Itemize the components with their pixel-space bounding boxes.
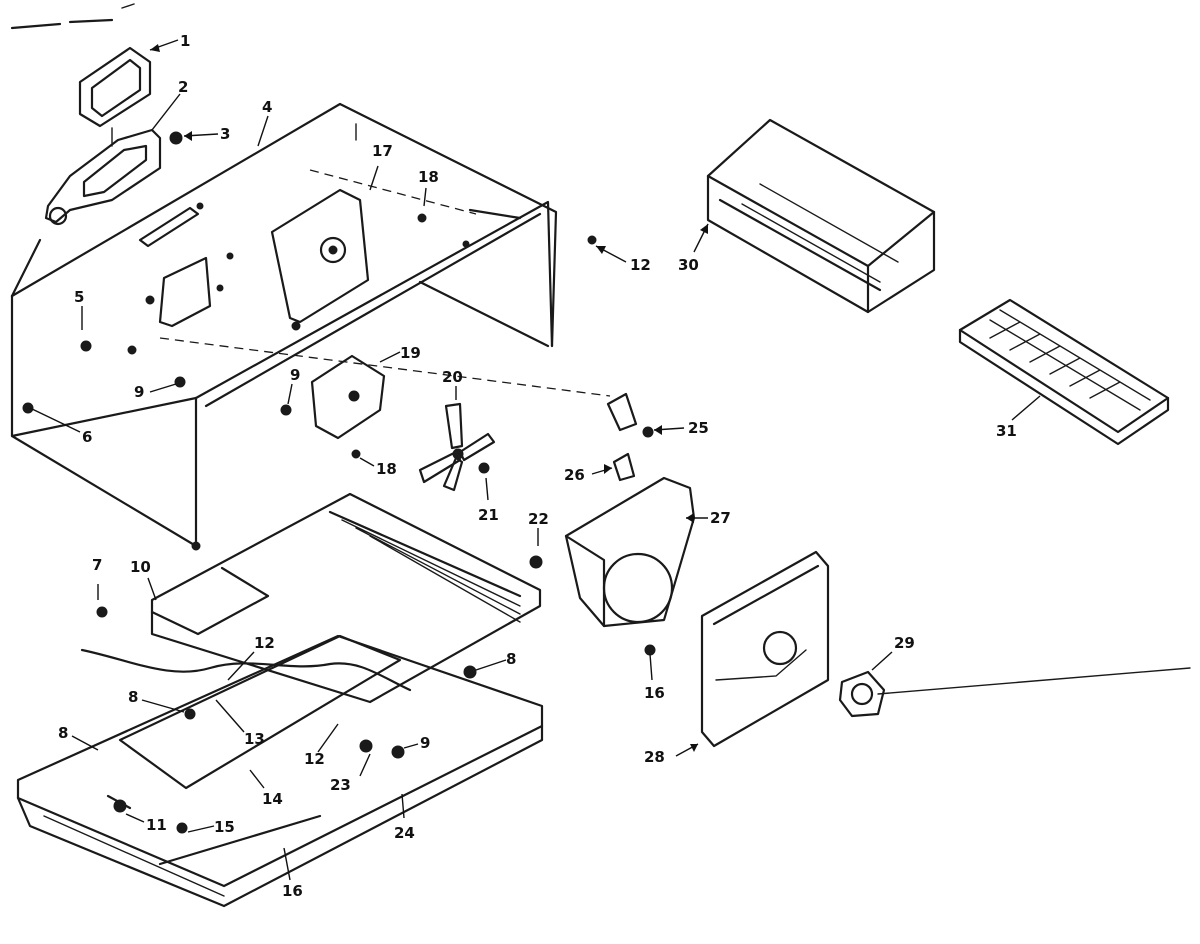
callout-25: 25 <box>653 419 709 437</box>
callout-label: 12 <box>304 750 325 768</box>
callout-8-left: 8 <box>58 724 99 751</box>
part-wire-harness <box>80 648 412 692</box>
callout-22: 22 <box>528 510 549 546</box>
callout-label: 9 <box>290 366 300 384</box>
callout-28: 28 <box>644 743 699 766</box>
part-ice-rack <box>706 118 936 314</box>
callout-1: 1 <box>149 32 190 52</box>
callout-11: 11 <box>125 813 167 834</box>
callout-label: 21 <box>478 506 499 524</box>
callout-4: 4 <box>257 98 272 147</box>
part-fan-shroud <box>564 476 696 628</box>
callout-label: 12 <box>630 256 651 274</box>
callout-18-middle: 18 <box>359 457 397 478</box>
callout-13: 13 <box>215 699 265 748</box>
callout-8-middle: 8 <box>128 688 185 713</box>
callout-label: 10 <box>130 558 151 576</box>
callout-8-right: 8 <box>475 650 516 671</box>
callout-6: 6 <box>29 407 92 446</box>
part-ice-tray <box>958 298 1170 446</box>
callout-15: 15 <box>187 818 235 836</box>
callout-18-top: 18 <box>418 168 439 207</box>
callout-label: 20 <box>442 368 463 386</box>
part-duct-cover <box>700 550 830 748</box>
callout-label: 30 <box>678 256 699 274</box>
callout-label: 12 <box>254 634 275 652</box>
part-motor-mount <box>270 188 370 324</box>
callout-label: 22 <box>528 510 549 528</box>
part-handle-bracket <box>44 127 162 226</box>
callout-20: 20 <box>442 368 463 400</box>
part-clip-25 <box>606 392 654 438</box>
callout-label: 17 <box>372 142 393 160</box>
callout-14: 14 <box>249 769 283 808</box>
callout-12-bottom: 12 <box>304 723 339 768</box>
callout-label: 29 <box>894 634 915 652</box>
callout-10: 10 <box>130 558 157 601</box>
callout-label: 8 <box>128 688 138 706</box>
part-clip-26 <box>612 452 636 482</box>
callout-label: 9 <box>134 383 144 401</box>
callout-31: 31 <box>996 395 1041 440</box>
callout-17: 17 <box>369 142 393 191</box>
callout-9-left: 9 <box>134 383 177 401</box>
part-evaporator-pan <box>150 492 542 704</box>
callout-label: 5 <box>74 288 84 306</box>
callout-27: 27 <box>686 509 731 527</box>
callout-29: 29 <box>871 634 915 671</box>
callout-label: 26 <box>564 466 585 484</box>
callout-30: 30 <box>678 223 709 274</box>
callout-label: 18 <box>376 460 397 478</box>
hardware-fasteners <box>22 213 656 834</box>
callout-label: 23 <box>330 776 351 794</box>
callout-16-bottom: 16 <box>282 847 303 900</box>
callout-9-bottom: 9 <box>403 734 430 752</box>
part-fan-motor <box>310 354 386 440</box>
scan-artifact-marks <box>10 3 135 30</box>
callout-label: 28 <box>644 748 665 766</box>
callout-label: 16 <box>644 684 665 702</box>
callout-label: 25 <box>688 419 709 437</box>
callout-label: 15 <box>214 818 235 836</box>
part-gasket-frame <box>78 46 152 128</box>
callout-24: 24 <box>394 793 415 842</box>
part-fan-blade <box>418 402 496 492</box>
callout-label: 14 <box>262 790 283 808</box>
callout-12-top: 12 <box>595 245 651 274</box>
callout-9-middle: 9 <box>287 366 300 405</box>
callout-label: 2 <box>178 78 188 96</box>
callout-19: 19 <box>379 344 421 363</box>
callout-label: 9 <box>420 734 430 752</box>
callout-5: 5 <box>74 288 84 330</box>
callout-label: 18 <box>418 168 439 186</box>
callout-label: 31 <box>996 422 1017 440</box>
callout-26: 26 <box>564 464 613 484</box>
callout-label: 8 <box>58 724 68 742</box>
callout-label: 8 <box>506 650 516 668</box>
callout-label: 27 <box>710 509 731 527</box>
callout-label: 7 <box>92 556 102 574</box>
part-base-pan <box>16 634 544 908</box>
callout-label: 4 <box>262 98 272 116</box>
part-main-housing <box>10 102 611 551</box>
callout-3: 3 <box>183 125 230 143</box>
callout-label: 6 <box>82 428 92 446</box>
callout-21: 21 <box>478 477 499 524</box>
callout-16-right: 16 <box>644 653 665 702</box>
callout-label: 13 <box>244 730 265 748</box>
part-nut-3 <box>169 131 183 145</box>
callout-2: 2 <box>151 78 188 131</box>
callout-label: 24 <box>394 824 415 842</box>
part-control-knob <box>838 667 1191 718</box>
callout-label: 1 <box>180 32 190 50</box>
callout-23: 23 <box>330 753 371 794</box>
callout-label: 19 <box>400 344 421 362</box>
callout-label: 16 <box>282 882 303 900</box>
callout-7: 7 <box>92 556 102 600</box>
callout-label: 3 <box>220 125 230 143</box>
callout-12-middle: 12 <box>227 634 275 681</box>
callout-label: 11 <box>146 816 167 834</box>
